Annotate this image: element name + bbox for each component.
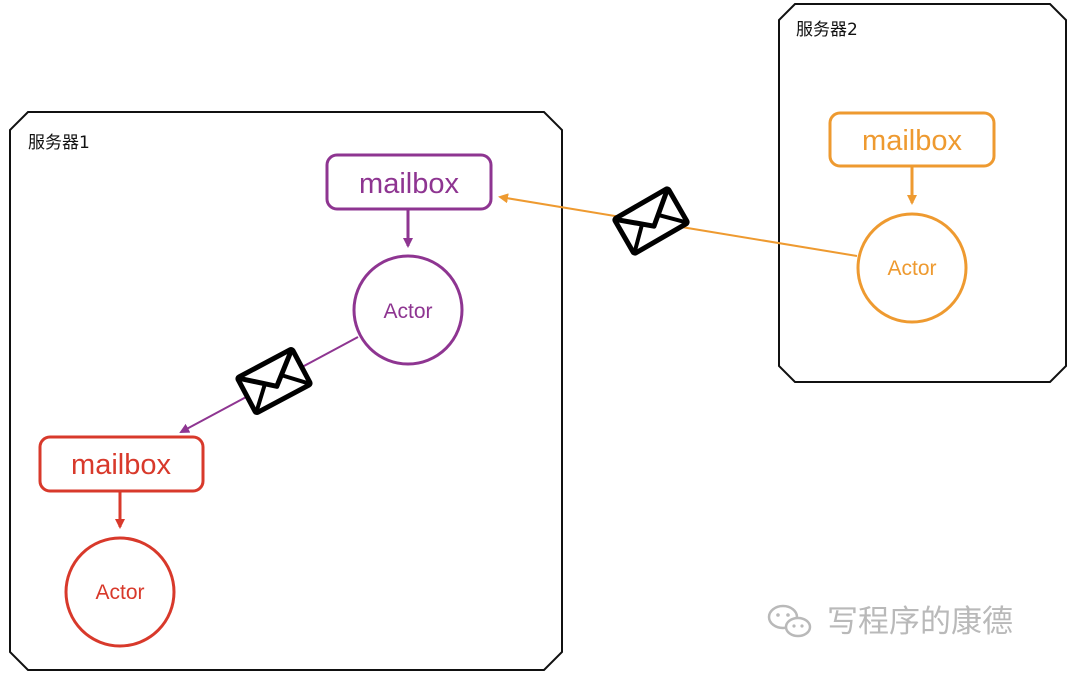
mailbox-red-label: mailbox	[71, 449, 171, 481]
envelope-icon	[235, 346, 313, 416]
wechat-icon	[767, 604, 812, 638]
mailbox-purple	[325, 153, 493, 211]
actor-orange-label: Actor	[887, 257, 936, 280]
actor-purple-label: Actor	[383, 300, 432, 323]
actor-orange	[856, 212, 968, 324]
server-1-label: 服务器1	[28, 133, 90, 153]
mailbox-red	[38, 435, 205, 493]
server-2-label: 服务器2	[796, 20, 858, 40]
watermark-text: 写程序的康德	[827, 604, 1013, 640]
mailbox-purple-label: mailbox	[359, 168, 459, 200]
server-1-frame	[9, 111, 563, 671]
actor-red-label: Actor	[95, 581, 144, 604]
mailbox-orange-label: mailbox	[862, 125, 962, 157]
server-2-frame	[778, 3, 1067, 383]
actor-red	[64, 536, 176, 648]
mailbox-orange	[828, 111, 996, 168]
actor-purple	[352, 254, 464, 366]
envelope-icon	[612, 186, 690, 256]
